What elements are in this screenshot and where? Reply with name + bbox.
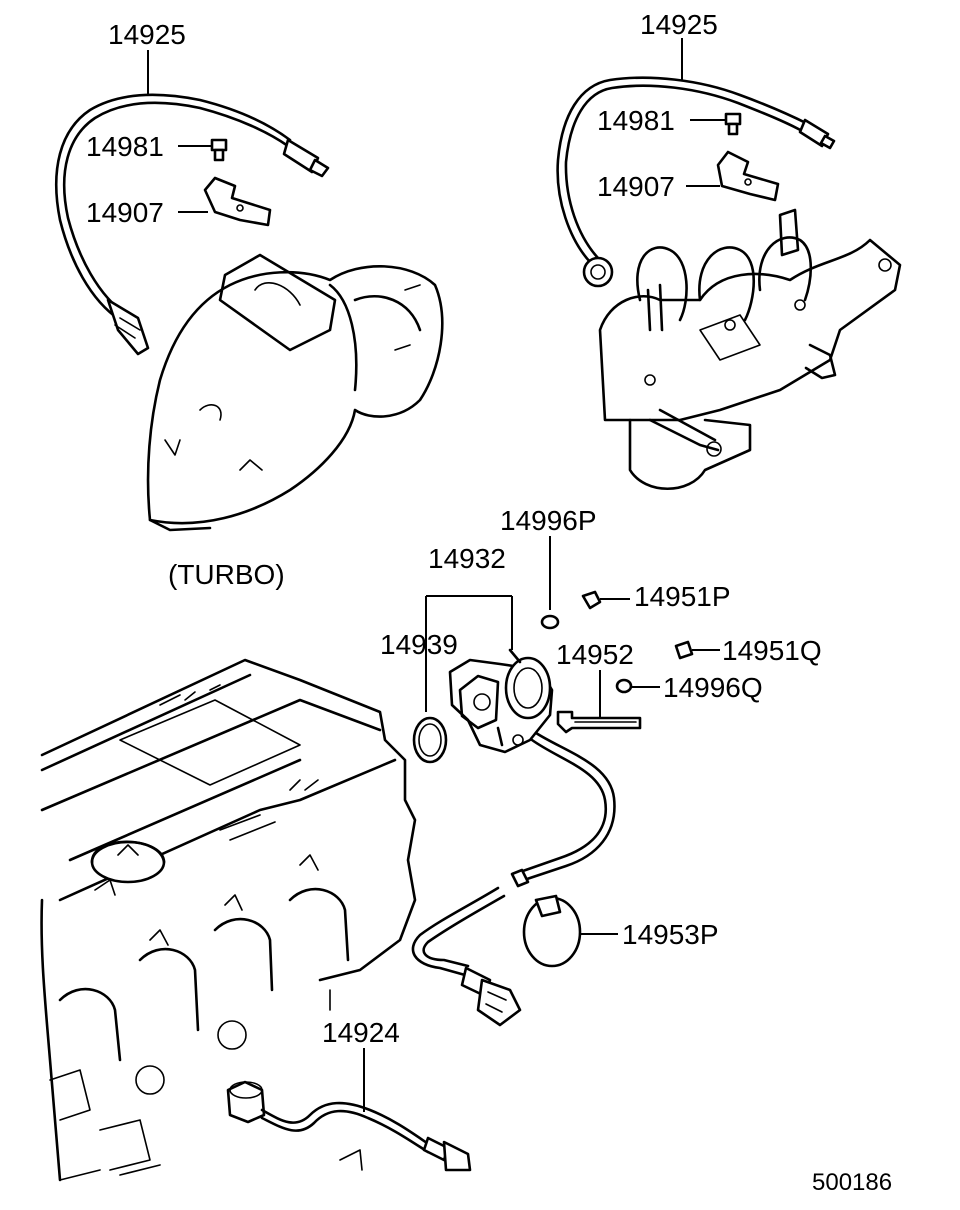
turbocharger <box>146 253 444 532</box>
knock-sensor-14924 <box>226 1080 472 1172</box>
exhaust-manifold <box>598 208 902 490</box>
bolt-14981-right <box>724 112 742 136</box>
label-14951P: 14951P <box>634 581 731 612</box>
bracket-14907-left <box>203 176 272 227</box>
leader-14932 <box>425 595 513 712</box>
bracket-14907-right <box>716 150 780 202</box>
label-14996P: 14996P <box>500 505 597 536</box>
diagram-code: 500186 <box>812 1169 892 1196</box>
label-14924: 14924 <box>322 1017 400 1048</box>
nut-14951Q <box>674 640 694 660</box>
bracket-14952 <box>556 710 642 734</box>
label-14925-left: 14925 <box>108 19 186 50</box>
oxygen-sensor-right <box>556 76 836 288</box>
sensor-14932 <box>448 648 554 754</box>
label-14981-left: 14981 <box>86 131 164 162</box>
label-14907-right: 14907 <box>597 171 675 202</box>
oxygen-sensor-left <box>54 93 330 356</box>
label-14981-right: 14981 <box>597 105 675 136</box>
washer-14996Q <box>615 678 633 694</box>
nut-14951P <box>581 590 602 610</box>
label-14939: 14939 <box>380 629 458 660</box>
label-14952: 14952 <box>556 639 634 670</box>
clamp-14953P <box>522 894 582 968</box>
engine-block <box>40 658 417 1182</box>
label-14932: 14932 <box>428 543 506 574</box>
o-ring-14939 <box>412 716 448 764</box>
label-14996Q: 14996Q <box>663 672 763 703</box>
label-14951Q: 14951Q <box>722 635 822 666</box>
label-14925-right: 14925 <box>640 9 718 40</box>
label-14953P: 14953P <box>622 919 719 950</box>
sensor-harness <box>411 731 616 1027</box>
o-ring-14939-inner <box>418 723 442 757</box>
bolt-14981-left <box>210 138 228 162</box>
label-14907-left: 14907 <box>86 197 164 228</box>
washer-14996P <box>540 614 560 630</box>
label-turbo: (TURBO) <box>168 559 285 590</box>
